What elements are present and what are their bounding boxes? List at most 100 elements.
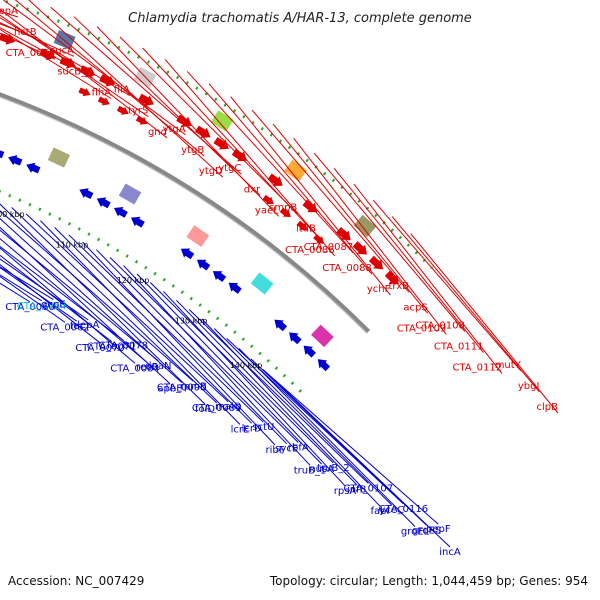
reverse-gene-arrow xyxy=(180,248,195,260)
forward-gene-arrow xyxy=(0,33,16,45)
reverse-gene-arrow xyxy=(114,207,128,218)
forward-gene-label: ychF xyxy=(367,284,391,295)
forward-gene-label: CTA_0053 xyxy=(6,48,56,59)
genome-backbone xyxy=(0,92,371,334)
forward-leader-line xyxy=(2,0,186,136)
reverse-gene-label: rpmB xyxy=(180,381,207,392)
reverse-gene-label: folD xyxy=(195,404,215,415)
forward-gene-label: acpS xyxy=(403,302,427,313)
forward-gene-arrow xyxy=(138,93,154,106)
reverse-gene-label: lcrE xyxy=(231,425,250,436)
reverse-leader-line xyxy=(68,234,264,423)
forward-gene-label: CTA_0112 xyxy=(452,363,502,374)
reverse-leader-line xyxy=(0,275,66,323)
forward-gene-arrow xyxy=(384,270,399,285)
cog-block xyxy=(47,147,71,168)
reverse-leader-line xyxy=(82,241,276,446)
forward-gene-label: CTA_0086 xyxy=(285,245,335,256)
reverse-leader-line xyxy=(238,348,416,527)
reverse-leader-line xyxy=(0,226,171,385)
forward-leader-line xyxy=(186,71,354,254)
reverse-leader-line xyxy=(262,368,439,525)
forward-gene-label: mutY xyxy=(495,360,522,371)
forward-gene-label: tyrS xyxy=(128,106,148,117)
forward-gene-label: ybgI xyxy=(518,381,540,392)
reverse-gene-label: rbfA xyxy=(288,443,309,454)
reverse-leader-line xyxy=(213,328,393,506)
reverse-gene-label: gcpE xyxy=(41,300,66,311)
reverse-gene-label: lcrD xyxy=(242,423,262,434)
forward-gene-arrow xyxy=(213,137,229,150)
reverse-gene-arrow xyxy=(79,188,94,199)
reverse-leader-line xyxy=(0,238,148,363)
reverse-gene-arrow xyxy=(303,345,316,358)
reverse-gene-label: recF xyxy=(136,362,158,373)
reverse-leader-line xyxy=(0,245,124,341)
reverse-gene-label: CTA_0071 xyxy=(87,342,137,353)
reverse-leader-line xyxy=(0,258,89,321)
forward-gene-label: fliA xyxy=(114,85,130,96)
forward-leader-line xyxy=(272,123,429,314)
reverse-gene-label: malQ xyxy=(215,402,242,413)
reverse-gene-label: CTA_0116 xyxy=(378,504,428,515)
reverse-gene-label: CTA_0070 xyxy=(75,343,125,354)
forward-leader-line xyxy=(0,8,168,139)
forward-gene-label: ytgC xyxy=(218,163,241,174)
forward-gene-label: CTA_0111 xyxy=(434,342,484,353)
kbp-tick-label: 110 kbp xyxy=(56,241,89,250)
forward-leader-line xyxy=(14,0,205,157)
genome-backbone-highlight xyxy=(0,96,368,334)
forward-gene-label: flhA xyxy=(92,88,112,99)
forward-gene-arrow xyxy=(135,115,148,125)
forward-gene-arrow xyxy=(116,105,129,115)
forward-gene-label: smpB xyxy=(269,203,297,214)
reverse-leader-line xyxy=(54,227,253,424)
forward-gene-label: dxr xyxy=(244,184,261,195)
forward-gene-label: ytgA xyxy=(163,124,186,135)
forward-gene-label: ytgD xyxy=(199,166,223,177)
reverse-gene-label: CTA_0090 xyxy=(157,383,207,394)
reverse-gene-label: lepA xyxy=(77,320,99,331)
reverse-leader-line xyxy=(149,282,334,464)
reverse-gene-label: fer xyxy=(70,321,85,332)
reverse-gene-label: ribF xyxy=(266,445,285,456)
reverse-leader-line xyxy=(0,210,194,382)
reverse-gene-arrow xyxy=(8,155,23,166)
reverse-leader-line xyxy=(0,266,77,322)
genome-summary: Topology: circular; Length: 1,044,459 bp… xyxy=(269,574,588,588)
reverse-leader-line xyxy=(188,309,369,484)
forward-gene-label: trxB xyxy=(388,281,409,292)
forward-gene-label: CTA_0108 xyxy=(415,321,465,332)
reverse-leader-line xyxy=(0,263,101,344)
reverse-gene-arrow xyxy=(228,282,242,294)
forward-gene-label: ltuB xyxy=(296,224,316,235)
cog-block xyxy=(250,272,274,295)
forward-leader-line xyxy=(410,233,559,414)
forward-gene-label: clpB xyxy=(537,402,559,413)
forward-leader-line xyxy=(142,47,317,236)
reverse-gene-label: infB xyxy=(347,485,367,496)
reverse-gene-label: CTA_0064 xyxy=(17,301,67,312)
cog-block xyxy=(210,110,234,132)
reverse-gene-label: truB_2 xyxy=(317,463,350,474)
forward-leader-line xyxy=(73,16,261,196)
reverse-leader-line xyxy=(0,203,206,405)
forward-leader-line xyxy=(0,17,130,97)
forward-leader-line xyxy=(0,27,93,78)
forward-gene-arrow xyxy=(262,194,274,205)
cog-block xyxy=(118,183,142,205)
forward-gene-label: gnd xyxy=(148,127,167,138)
reverse-gene-label: CTA_0062 xyxy=(40,322,90,333)
forward-gene-arrow xyxy=(336,227,351,241)
reverse-gene-arrow xyxy=(289,332,302,345)
forward-gene-arrow xyxy=(279,207,291,217)
cog-block xyxy=(353,214,377,238)
forward-gene-label: CTA_0109 xyxy=(397,323,447,334)
map-title: Chlamydia trachomatis A/HAR-13, complete… xyxy=(128,11,472,26)
forward-leader-line xyxy=(313,152,466,332)
forward-gene-label: pepA xyxy=(0,6,18,17)
forward-leader-line xyxy=(293,137,447,335)
